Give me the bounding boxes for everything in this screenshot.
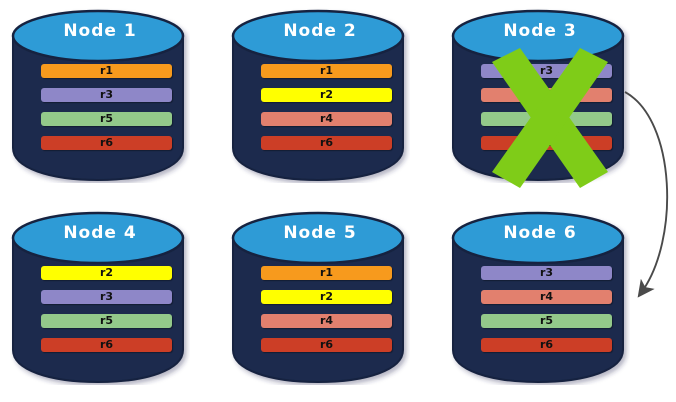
replica-bar-r6[interactable]: r6 — [41, 338, 172, 352]
replica-bar-r3[interactable]: r3 — [41, 290, 172, 304]
node-3-replica-list: r3 r4 r5 r6 — [481, 64, 612, 150]
node-2-replica-list: r1 r2 r4 r6 — [261, 64, 392, 150]
replica-bar-r4[interactable]: r4 — [261, 112, 392, 126]
replica-bar-r1[interactable]: r1 — [261, 64, 392, 78]
replica-bar-r5[interactable]: r5 — [41, 314, 172, 328]
replica-bar-r3[interactable]: r3 — [41, 88, 172, 102]
replica-bar-r2[interactable]: r2 — [261, 88, 392, 102]
replica-bar-r2[interactable]: r2 — [261, 290, 392, 304]
node-1-replica-list: r1 r3 r5 r6 — [41, 64, 172, 150]
replica-bar-r4[interactable]: r4 — [261, 314, 392, 328]
replica-bar-r1[interactable]: r1 — [261, 266, 392, 280]
replica-bar-r4[interactable]: r4 — [481, 88, 612, 102]
replica-bar-r3[interactable]: r3 — [481, 64, 612, 78]
replica-bar-r6[interactable]: r6 — [481, 338, 612, 352]
node-4-replica-list: r2 r3 r5 r6 — [41, 266, 172, 352]
replica-bar-r5[interactable]: r5 — [41, 112, 172, 126]
replica-bar-r6[interactable]: r6 — [481, 136, 612, 150]
replica-bar-r6[interactable]: r6 — [261, 136, 392, 150]
replica-bar-r3[interactable]: r3 — [481, 266, 612, 280]
replica-bar-r2[interactable]: r2 — [41, 266, 172, 280]
node-6-replica-list: r3 r4 r5 r6 — [481, 266, 612, 352]
replica-bar-r6[interactable]: r6 — [261, 338, 392, 352]
node-5-replica-list: r1 r2 r4 r6 — [261, 266, 392, 352]
replica-bar-r4[interactable]: r4 — [481, 290, 612, 304]
replica-bar-r6[interactable]: r6 — [41, 136, 172, 150]
replica-bar-r5[interactable]: r5 — [481, 112, 612, 126]
replica-bar-r5[interactable]: r5 — [481, 314, 612, 328]
replica-bar-r1[interactable]: r1 — [41, 64, 172, 78]
